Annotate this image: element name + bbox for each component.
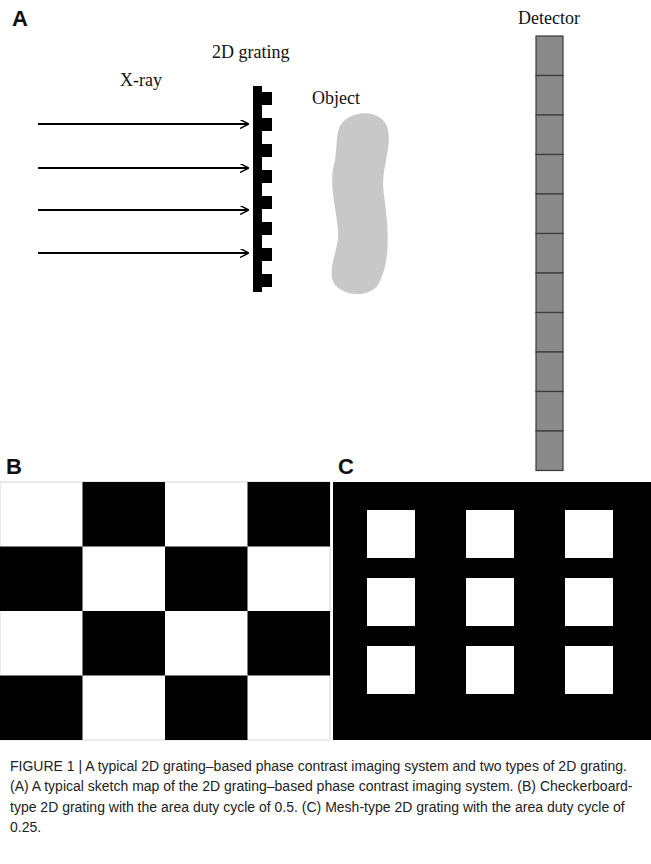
- xray-arrows: [38, 124, 248, 253]
- detector-column: [536, 36, 563, 471]
- beam-label: X-ray: [120, 70, 162, 91]
- object-shape: [332, 113, 389, 294]
- detector-label: Detector: [518, 8, 580, 29]
- figure-caption: FIGURE 1 | A typical 2D grating–based ph…: [10, 756, 640, 837]
- panel-letter: B: [6, 454, 22, 480]
- grating-profile: [253, 86, 272, 292]
- mesh-grating: [333, 482, 651, 740]
- checkerboard-grating: [0, 482, 330, 740]
- panel-letter: A: [12, 6, 28, 32]
- object-label: Object: [312, 88, 360, 109]
- grating-label: 2D grating: [212, 42, 289, 63]
- panel-letter: C: [338, 454, 354, 480]
